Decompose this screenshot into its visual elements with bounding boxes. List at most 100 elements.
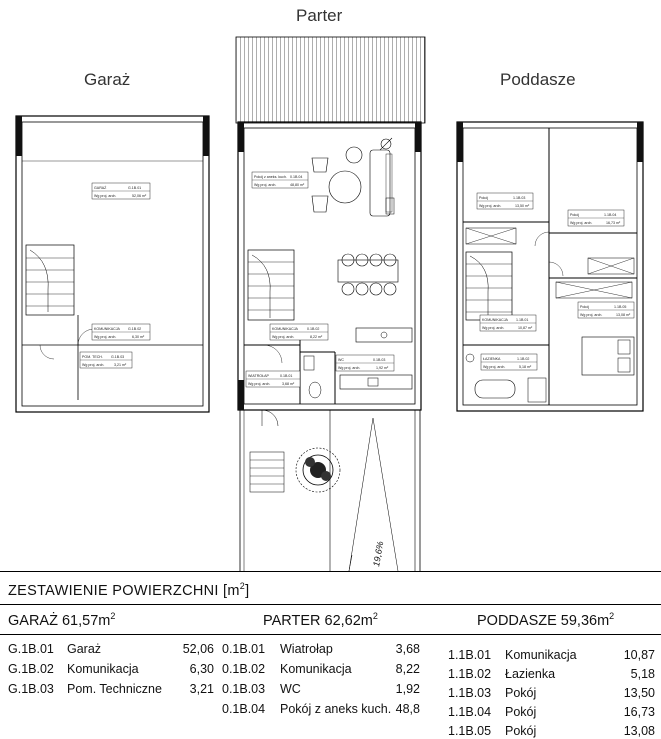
svg-text:1.1B.02: 1.1B.02 bbox=[517, 357, 529, 361]
garaz-stairs bbox=[25, 244, 75, 316]
svg-text:Pokój z aneks. kuch.: Pokój z aneks. kuch. bbox=[254, 175, 287, 179]
svg-text:Wg proj. arch.: Wg proj. arch. bbox=[482, 326, 504, 330]
table-row: 1.1B.03 bbox=[448, 686, 492, 700]
table-row: 0.1B.01 bbox=[222, 642, 266, 656]
room-label-pokoj-1b05: Pokój 1.1B.05 Wg proj. arch. 13,08 m² bbox=[577, 301, 635, 319]
table-row: 0.1B.04 bbox=[222, 702, 266, 716]
slope-label: 19,6% bbox=[371, 540, 385, 567]
table-row: G.1B.01 bbox=[8, 642, 54, 656]
row-name: Pokój bbox=[505, 705, 537, 719]
row-area: 1,92 bbox=[395, 682, 420, 696]
row-name: Komunikacja bbox=[280, 662, 352, 676]
svg-text:8,22 m²: 8,22 m² bbox=[310, 335, 323, 339]
tree-icon bbox=[295, 447, 341, 493]
svg-text:10,87 m²: 10,87 m² bbox=[518, 326, 533, 330]
svg-text:Pokój: Pokój bbox=[580, 305, 589, 309]
svg-text:1.1B.05: 1.1B.05 bbox=[614, 305, 626, 309]
svg-text:16,73 m²: 16,73 m² bbox=[606, 221, 621, 225]
room-label-garaz-komunikacja: KOMUNIKACJA G.1B.02 Wg proj. arch. 6,30 … bbox=[91, 323, 151, 341]
row-area: 10,87 bbox=[623, 648, 655, 662]
row-name: Wiatrołap bbox=[280, 642, 333, 656]
table-row: 0.1B.02 bbox=[222, 662, 266, 676]
bed-icon bbox=[581, 336, 635, 376]
svg-text:ŁAZIENKA: ŁAZIENKA bbox=[483, 357, 501, 361]
svg-text:Wg proj. arch.: Wg proj. arch. bbox=[479, 204, 501, 208]
room-label-lazienka: ŁAZIENKA 1.1B.02 Wg proj. arch. 5,18 m² bbox=[480, 353, 538, 371]
svg-text:5,18 m²: 5,18 m² bbox=[519, 365, 532, 369]
room-label-garaz: GARAŻ G.1B.01 Wg proj. arch. 52,06 m² bbox=[91, 182, 151, 200]
svg-text:Wg proj. arch.: Wg proj. arch. bbox=[82, 363, 104, 367]
poddasze-title: Poddasze bbox=[500, 70, 576, 89]
svg-text:KOMUNIKACJA: KOMUNIKACJA bbox=[94, 327, 121, 331]
svg-text:Wg proj. arch.: Wg proj. arch. bbox=[254, 183, 276, 187]
row-area: 48,8 bbox=[395, 702, 420, 716]
svg-text:WIATROŁAP: WIATROŁAP bbox=[248, 374, 270, 378]
kitchen-island bbox=[355, 327, 413, 343]
row-area: 6,30 bbox=[189, 662, 214, 676]
living-furniture bbox=[311, 137, 395, 217]
svg-text:WC: WC bbox=[338, 358, 344, 362]
svg-text:13,08 m²: 13,08 m² bbox=[616, 313, 631, 317]
bathtub-icon bbox=[474, 379, 516, 399]
svg-text:Wg proj. arch.: Wg proj. arch. bbox=[94, 194, 116, 198]
svg-text:13,50 m²: 13,50 m² bbox=[515, 204, 530, 208]
svg-text:0.1B.03: 0.1B.03 bbox=[373, 358, 385, 362]
garaz-total: GARAŻ 61,57m2 bbox=[8, 611, 116, 629]
svg-text:KOMUNIKACJA: KOMUNIKACJA bbox=[482, 318, 509, 322]
svg-text:Wg proj. arch.: Wg proj. arch. bbox=[272, 335, 294, 339]
kitchen-counter bbox=[339, 374, 413, 390]
garaz-plan bbox=[15, 115, 210, 413]
table-row: G.1B.02 bbox=[8, 662, 54, 676]
svg-text:Wg proj. arch.: Wg proj. arch. bbox=[570, 221, 592, 225]
row-area: 52,06 bbox=[182, 642, 214, 656]
row-area: 3,68 bbox=[395, 642, 420, 656]
row-name: Komunikacja bbox=[505, 648, 577, 662]
table-row: 1.1B.05 bbox=[448, 724, 492, 738]
svg-text:KOMUNIKACJA: KOMUNIKACJA bbox=[272, 327, 299, 331]
table-row: 1.1B.04 bbox=[448, 705, 492, 719]
row-name: Łazienka bbox=[505, 667, 556, 681]
svg-text:1.1B.01: 1.1B.01 bbox=[516, 318, 528, 322]
row-area: 16,73 bbox=[623, 705, 655, 719]
room-label-wiatrolap: WIATROŁAP 0.1B.01 Wg proj. arch. 3,68 m² bbox=[245, 370, 301, 388]
table-row: 1.1B.01 bbox=[448, 648, 492, 662]
row-area: 5,18 bbox=[630, 667, 655, 681]
room-label-parter-komunikacja: KOMUNIKACJA 0.1B.02 Wg proj. arch. 8,22 … bbox=[269, 323, 329, 341]
svg-text:3,68 m²: 3,68 m² bbox=[282, 382, 295, 386]
svg-text:Wg proj. arch.: Wg proj. arch. bbox=[580, 313, 602, 317]
svg-text:Pokój: Pokój bbox=[479, 196, 488, 200]
svg-text:52,06 m²: 52,06 m² bbox=[132, 194, 147, 198]
svg-text:GARAŻ: GARAŻ bbox=[94, 185, 107, 190]
svg-text:Wg proj. arch.: Wg proj. arch. bbox=[338, 366, 360, 370]
room-label-pokoj-aneks: Pokój z aneks. kuch. 0.1B.04 Wg proj. ar… bbox=[251, 171, 309, 189]
row-name: Komunikacja bbox=[67, 662, 139, 676]
svg-text:Wg proj. arch.: Wg proj. arch. bbox=[248, 382, 270, 386]
svg-text:Wg proj. arch.: Wg proj. arch. bbox=[94, 335, 116, 339]
summary-title: ZESTAWIENIE POWIERZCHNI [m2] bbox=[8, 581, 250, 599]
svg-text:0.1B.02: 0.1B.02 bbox=[307, 327, 319, 331]
room-label-boxes: GARAŻ G.1B.01 Wg proj. arch. 52,06 m² KO… bbox=[79, 171, 635, 388]
room-label-wc: WC 0.1B.03 Wg proj. arch. 1,92 m² bbox=[335, 354, 395, 372]
room-label-pokoj-1b04: Pokój 1.1B.04 Wg proj. arch. 16,73 m² bbox=[567, 209, 625, 227]
svg-text:Wg proj. arch.: Wg proj. arch. bbox=[483, 365, 505, 369]
svg-text:POM. TECH.: POM. TECH. bbox=[82, 355, 103, 359]
row-name: Pokój z aneks kuch. bbox=[280, 702, 392, 716]
parter-total: PARTER 62,62m2 bbox=[263, 611, 378, 629]
row-name: Pom. Techniczne bbox=[67, 682, 162, 696]
table-row: 0.1B.03 bbox=[222, 682, 266, 696]
dining-table bbox=[337, 253, 399, 296]
row-area: 3,21 bbox=[189, 682, 214, 696]
poddasze-total: PODDASZE 59,36m2 bbox=[477, 611, 615, 629]
svg-text:48,80 m²: 48,80 m² bbox=[290, 183, 305, 187]
row-name: WC bbox=[280, 682, 301, 696]
parter-plan: 19,6% bbox=[235, 36, 426, 571]
row-name: Pokój bbox=[505, 686, 537, 700]
room-label-garaz-tech: POM. TECH. G.1B.03 Wg proj. arch. 3,21 m… bbox=[79, 351, 133, 369]
area-summary: ZESTAWIENIE POWIERZCHNI [m2] GARAŻ 61,57… bbox=[0, 571, 661, 739]
svg-text:G.1B.01: G.1B.01 bbox=[128, 186, 141, 190]
table-row: 1.1B.02 bbox=[448, 667, 492, 681]
parter-stairs bbox=[247, 249, 295, 321]
svg-text:Pokój: Pokój bbox=[570, 213, 579, 217]
svg-text:6,30 m²: 6,30 m² bbox=[132, 335, 145, 339]
svg-text:1.1B.03: 1.1B.03 bbox=[513, 196, 525, 200]
